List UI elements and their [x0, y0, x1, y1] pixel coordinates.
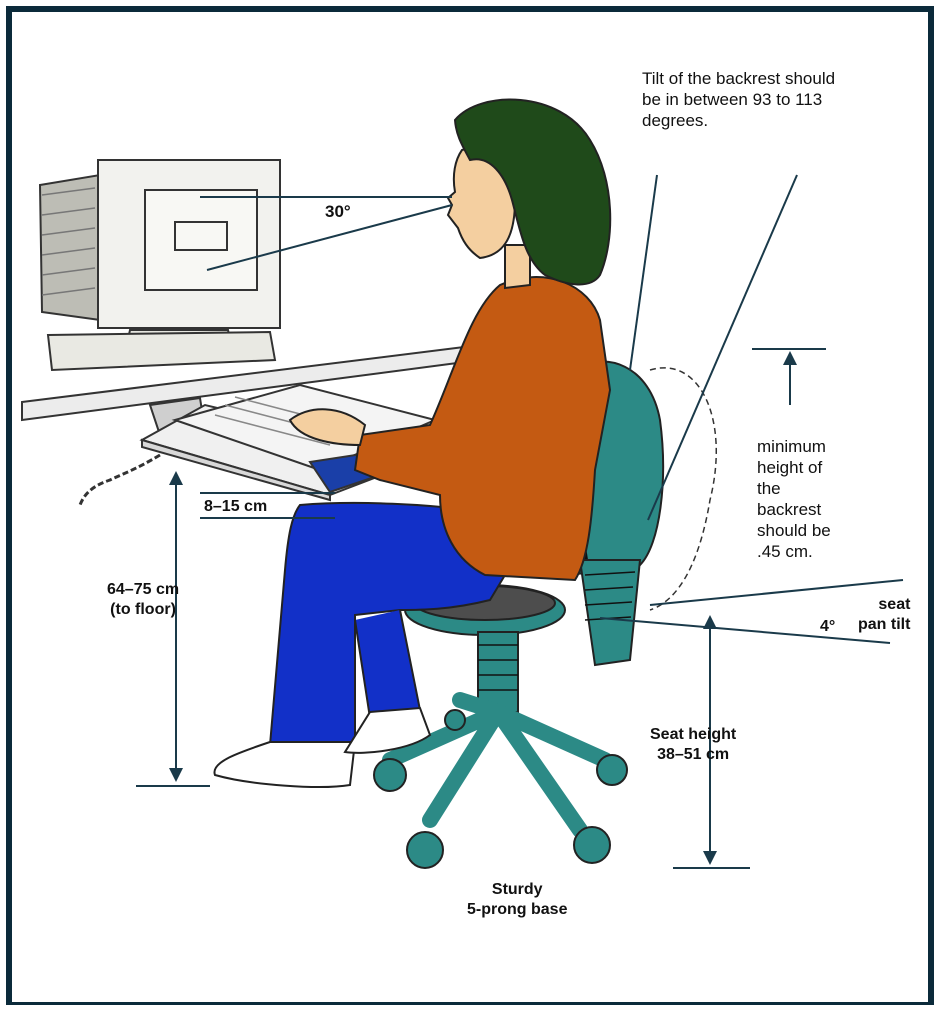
desk-height-label: 64–75 cm (to floor): [107, 580, 179, 620]
backrest-min-height-note: minimum height of the backrest should be…: [757, 436, 831, 562]
backrest-height-arrow: [752, 349, 826, 405]
seat-pan-tilt-value: 4°: [820, 617, 835, 637]
view-angle-label: 30°: [325, 202, 351, 222]
backrest-tilt-note: Tilt of the backrest should be in betwee…: [642, 68, 835, 131]
cable: [80, 455, 160, 505]
base-label: Sturdy 5-prong base: [467, 880, 567, 920]
keyboard-offset-label: 8–15 cm: [204, 497, 267, 517]
monitor: [40, 160, 280, 370]
seat-height-label: Seat height 38–51 cm: [650, 725, 736, 765]
desk-height-arrow: [136, 478, 210, 786]
seat-pan-tilt-label: seat pan tilt: [858, 595, 910, 635]
